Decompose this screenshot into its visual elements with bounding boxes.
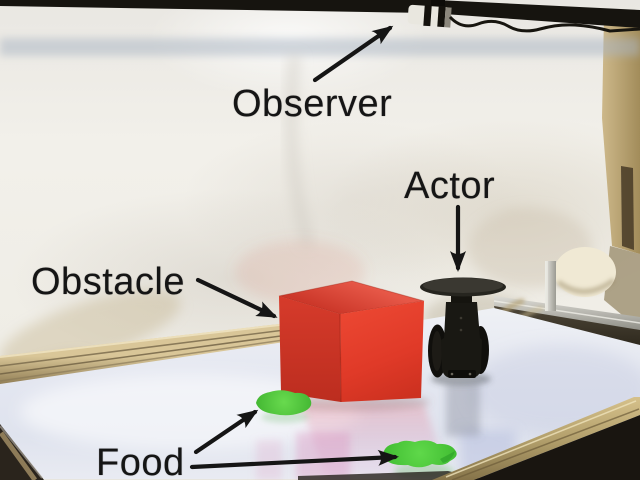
food-patch-2-notch <box>440 451 455 463</box>
food-arrow-1 <box>193 409 259 455</box>
wall-shadow-strip <box>621 166 634 250</box>
observer-label: Observer <box>232 83 393 125</box>
frame-post <box>545 261 556 311</box>
food-patch-2 <box>382 440 457 468</box>
overhead-rail <box>0 0 640 28</box>
food-patch-1 <box>256 390 312 416</box>
food-arrow-2 <box>189 449 399 470</box>
actor-robot <box>420 277 506 378</box>
floor-dark-right <box>474 415 640 480</box>
robot-body <box>441 302 482 378</box>
actor-label: Actor <box>404 165 496 207</box>
obstacle-cube <box>278 280 425 403</box>
sheet-bundle <box>554 247 616 297</box>
robot-stem <box>451 293 472 303</box>
observer-arrow <box>312 25 394 83</box>
food-label: Food <box>96 442 185 480</box>
annotation-arrows <box>189 25 466 470</box>
observer-camera <box>407 0 452 28</box>
camera-cable <box>448 15 640 33</box>
floor-dark-left <box>0 424 44 480</box>
obstacle-label: Obstacle <box>31 261 185 303</box>
obstacle-arrow <box>195 277 278 319</box>
